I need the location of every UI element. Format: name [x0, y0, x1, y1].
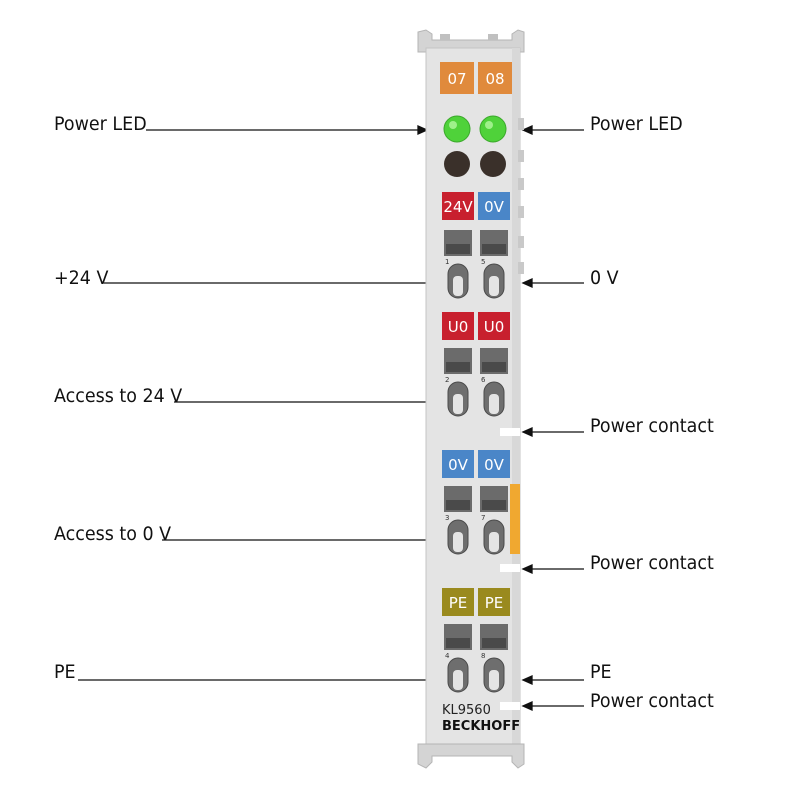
power-led-2 [479, 115, 507, 143]
terminal-number: 4 [445, 652, 450, 660]
tag-0v-top-label: 0V [484, 198, 505, 216]
tag-0v-1-label: 0V [448, 456, 469, 474]
spring-clamp-opening [489, 394, 499, 414]
terminal-number: 7 [481, 514, 485, 522]
terminal-number: 2 [445, 376, 449, 384]
spring-clamp-opening [453, 276, 463, 296]
tag-row-4: PE PE [442, 588, 510, 616]
tag-row-1: 24V 0V [442, 192, 510, 220]
power-contact-strip [510, 484, 520, 554]
spring-clamp-opening [489, 532, 499, 552]
power-leds [443, 115, 507, 177]
power-led-1 [443, 115, 471, 143]
label-access-24v: Access to 24 V [54, 385, 183, 407]
arrow-pe-right [521, 674, 533, 686]
spring-clamp-opening [453, 670, 463, 690]
brand-logo: BECKHOFF [442, 719, 520, 734]
label-zero-v: 0 V [590, 267, 619, 289]
terminal-slot-inner [482, 362, 506, 372]
arrow-power-contact-2 [521, 563, 533, 575]
dark-led-1 [444, 151, 470, 177]
tag-u0-2 [478, 312, 510, 340]
model-number: KL9560 [442, 703, 491, 718]
terminal-slot-inner [446, 362, 470, 372]
tag-pe-1 [442, 588, 474, 616]
terminal-slot-inner [482, 500, 506, 510]
terminal-slot-inner [446, 500, 470, 510]
terminal-slot-inner [482, 638, 506, 648]
label-power-contact-2: Power contact [590, 552, 714, 574]
tag-0v-2-label: 0V [484, 456, 505, 474]
arrow-power-contact-3 [521, 700, 533, 712]
label-pe-right: PE [590, 661, 612, 683]
label-access-0v: Access to 0 V [54, 523, 172, 545]
terminal-blocks: 1 5 2 6 3 7 4 8 [444, 230, 508, 693]
label-pe-left: PE [54, 661, 76, 683]
terminal-slot-inner [482, 244, 506, 254]
label-power-led-left: Power LED [54, 113, 147, 135]
tag-u0-1 [442, 312, 474, 340]
tag-08-label: 08 [485, 70, 504, 88]
power-contact-notch-2 [500, 564, 520, 572]
tag-08 [478, 62, 512, 94]
tag-row-top: 07 08 [440, 62, 512, 94]
dark-led-2 [480, 151, 506, 177]
label-plus-24v: +24 V [54, 267, 109, 289]
tag-0v-1 [442, 450, 474, 478]
tag-0v-top [478, 192, 510, 220]
side-contacts [518, 118, 524, 274]
terminal-slot-inner [446, 638, 470, 648]
spring-clamp-opening [489, 276, 499, 296]
spring-clamp-opening [489, 670, 499, 690]
arrow-power-contact-1 [521, 426, 533, 438]
terminal-number: 8 [481, 652, 485, 660]
tag-07 [440, 62, 474, 94]
power-contact-notch-1 [500, 428, 520, 436]
tag-pe-2-label: PE [485, 594, 504, 612]
tag-0v-2 [478, 450, 510, 478]
terminal-number: 3 [445, 514, 449, 522]
power-contact-notch-3 [500, 702, 520, 710]
spring-clamp-opening [453, 394, 463, 414]
tag-24v [442, 192, 474, 220]
tag-pe-1-label: PE [449, 594, 468, 612]
tag-07-label: 07 [447, 70, 466, 88]
spring-clamp-opening [453, 532, 463, 552]
terminal-slot-inner [446, 244, 470, 254]
tag-row-2: U0 U0 [442, 312, 510, 340]
arrow-power-led-left [417, 124, 429, 136]
label-power-contact-1: Power contact [590, 415, 714, 437]
tag-pe-2 [478, 588, 510, 616]
arrow-power-led-right [521, 124, 533, 136]
bottom-clip [417, 743, 525, 769]
terminal-number: 5 [481, 258, 485, 266]
terminal-number: 6 [481, 376, 486, 384]
arrow-0v [521, 277, 533, 289]
tag-u0-2-label: U0 [484, 318, 505, 336]
tag-u0-1-label: U0 [448, 318, 469, 336]
tag-24v-label: 24V [443, 198, 473, 216]
label-power-contact-3: Power contact [590, 690, 714, 712]
tag-row-3: 0V 0V [442, 450, 510, 478]
label-power-led-right: Power LED [590, 113, 683, 135]
terminal-number: 1 [445, 258, 449, 266]
